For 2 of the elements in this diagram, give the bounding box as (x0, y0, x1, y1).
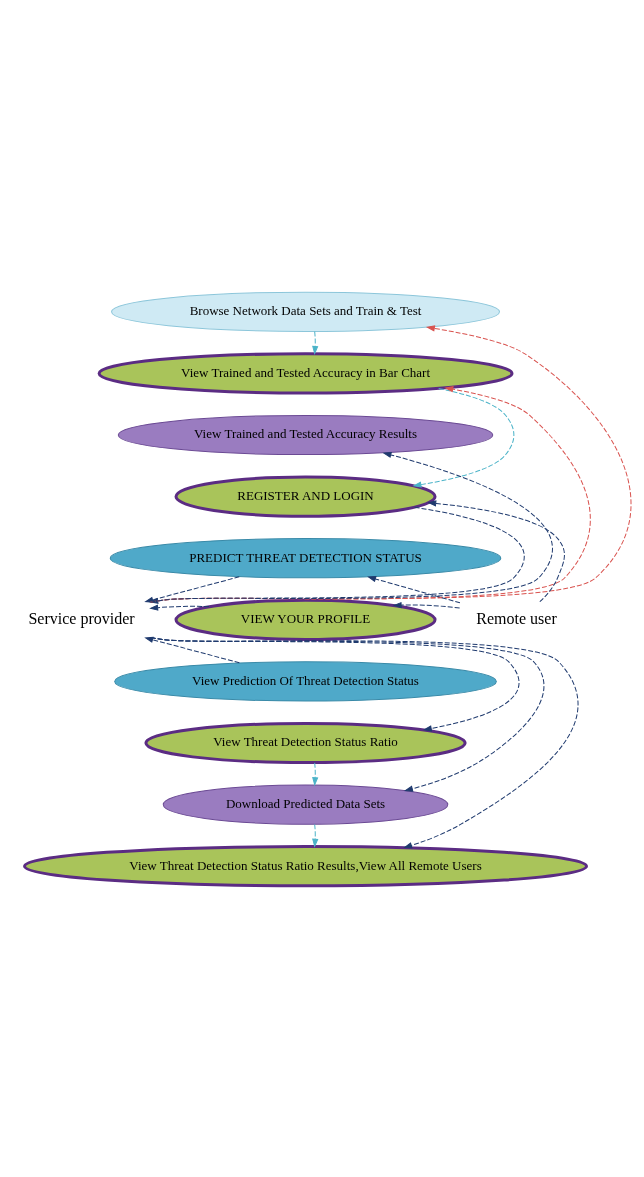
node-text: Remote user (476, 609, 557, 627)
node-text: Service provider (28, 609, 135, 627)
